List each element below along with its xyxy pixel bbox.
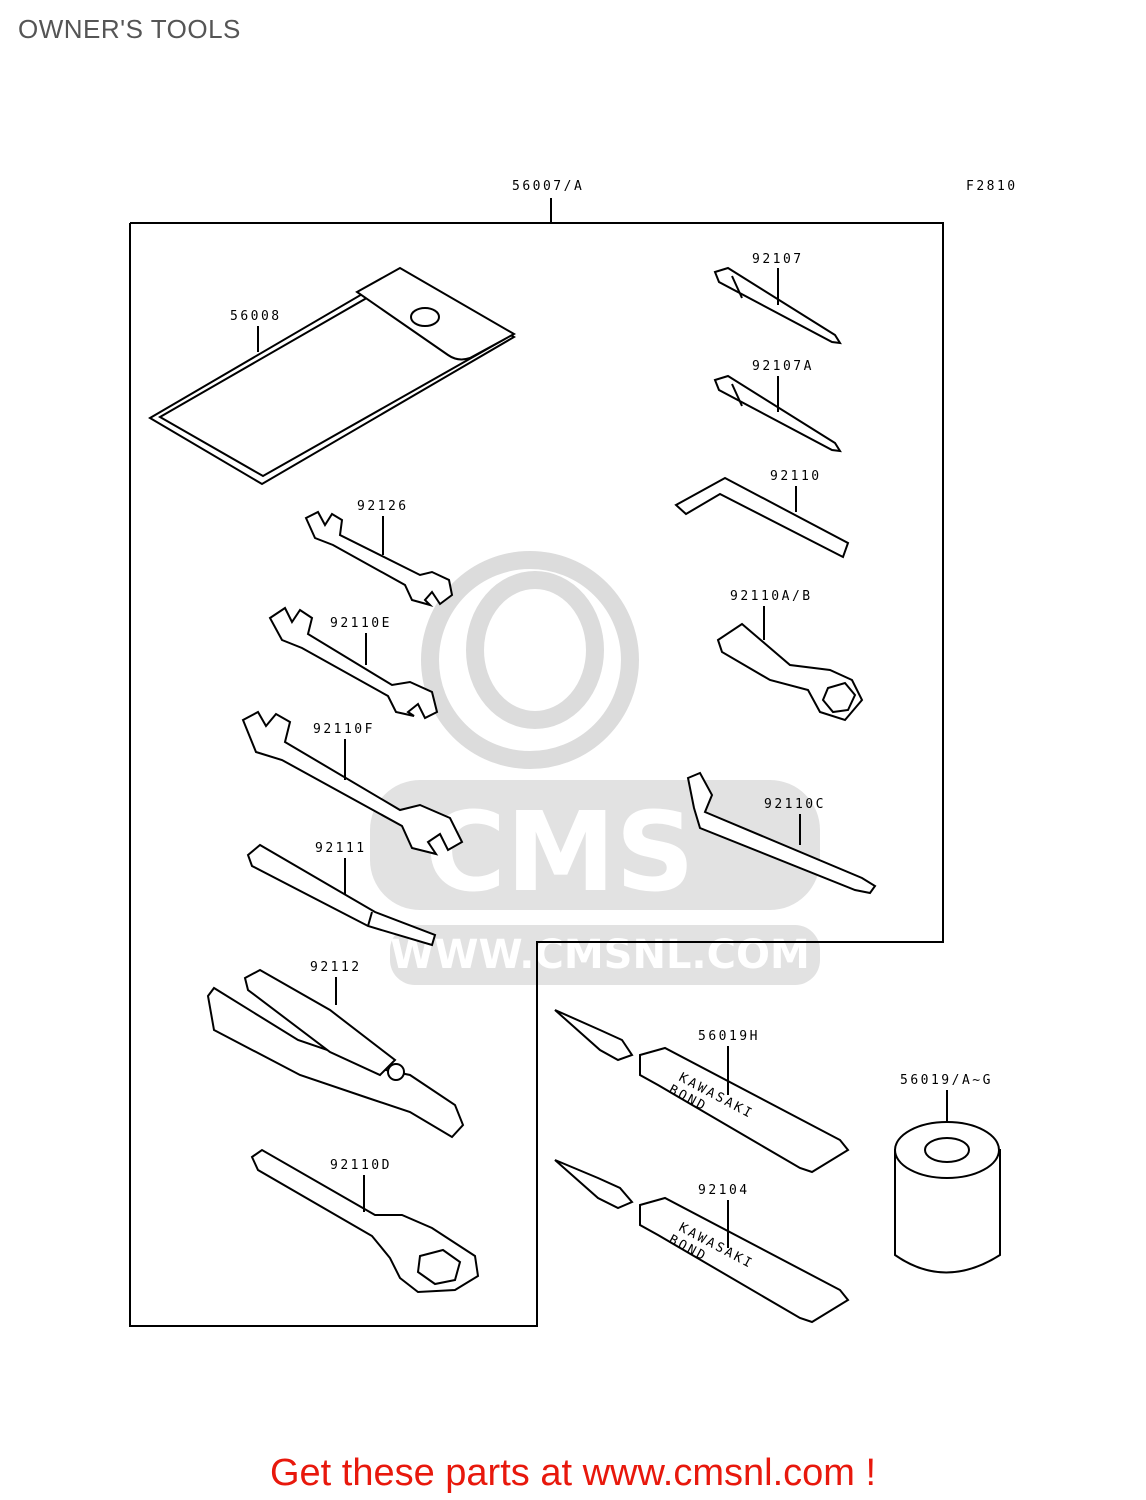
part-label[interactable]: 92111 xyxy=(315,841,367,856)
filter-roll[interactable] xyxy=(894,1121,1001,1274)
screwdriver-bit[interactable] xyxy=(713,266,842,345)
part-label[interactable]: 92110A/B xyxy=(730,589,813,604)
part-label[interactable]: 56008 xyxy=(230,309,282,324)
part-label[interactable]: 92110F xyxy=(313,722,375,737)
part-label[interactable]: 92112 xyxy=(310,960,362,975)
bond-tube-h[interactable] xyxy=(554,1009,850,1174)
cms-watermark: CMS WWW.CMSNL.COM xyxy=(370,551,820,985)
wrench-e[interactable] xyxy=(268,606,439,720)
figure-code: F2810 xyxy=(966,179,1018,194)
part-label[interactable]: 56019/A~G xyxy=(900,1073,993,1088)
tool-pouch[interactable] xyxy=(148,266,517,486)
hex-key[interactable] xyxy=(674,476,850,559)
socket-wrench[interactable] xyxy=(716,622,864,722)
part-label[interactable]: 92107 xyxy=(752,252,804,267)
handle-bar[interactable] xyxy=(246,843,437,947)
screwdriver-bit-a[interactable] xyxy=(713,374,842,453)
part-label[interactable]: 92126 xyxy=(357,499,409,514)
pin-spanner[interactable] xyxy=(686,771,877,895)
bond-tube[interactable] xyxy=(554,1159,850,1324)
part-label[interactable]: 92110C xyxy=(764,797,826,812)
footer-link[interactable]: Get these parts at www.cmsnl.com ! xyxy=(269,1452,877,1494)
watermark-logo-text: CMS xyxy=(425,788,694,916)
kit-outline xyxy=(129,222,944,1327)
box-wrench[interactable] xyxy=(250,1148,480,1294)
assembly-label: 56007/A xyxy=(512,179,584,194)
watermark-url-text: WWW.CMSNL.COM xyxy=(390,932,810,978)
wrench-f[interactable] xyxy=(241,710,464,856)
small-wrench[interactable] xyxy=(304,510,454,607)
parts-diagram: CMS WWW.CMSNL.COM F2810 56007/A xyxy=(129,179,1018,1327)
part-labels: 56008 92107 92107A 92110 92126 92110A/B … xyxy=(230,252,993,1248)
pliers[interactable] xyxy=(206,968,465,1139)
page-title: OWNER'S TOOLS xyxy=(18,14,241,44)
part-label[interactable]: 56019H xyxy=(698,1029,760,1044)
part-label[interactable]: 92110 xyxy=(770,469,822,484)
part-label[interactable]: 92107A xyxy=(752,359,814,374)
part-label[interactable]: 92110D xyxy=(330,1158,392,1173)
part-label[interactable]: 92110E xyxy=(330,616,392,631)
part-label[interactable]: 92104 xyxy=(698,1183,750,1198)
